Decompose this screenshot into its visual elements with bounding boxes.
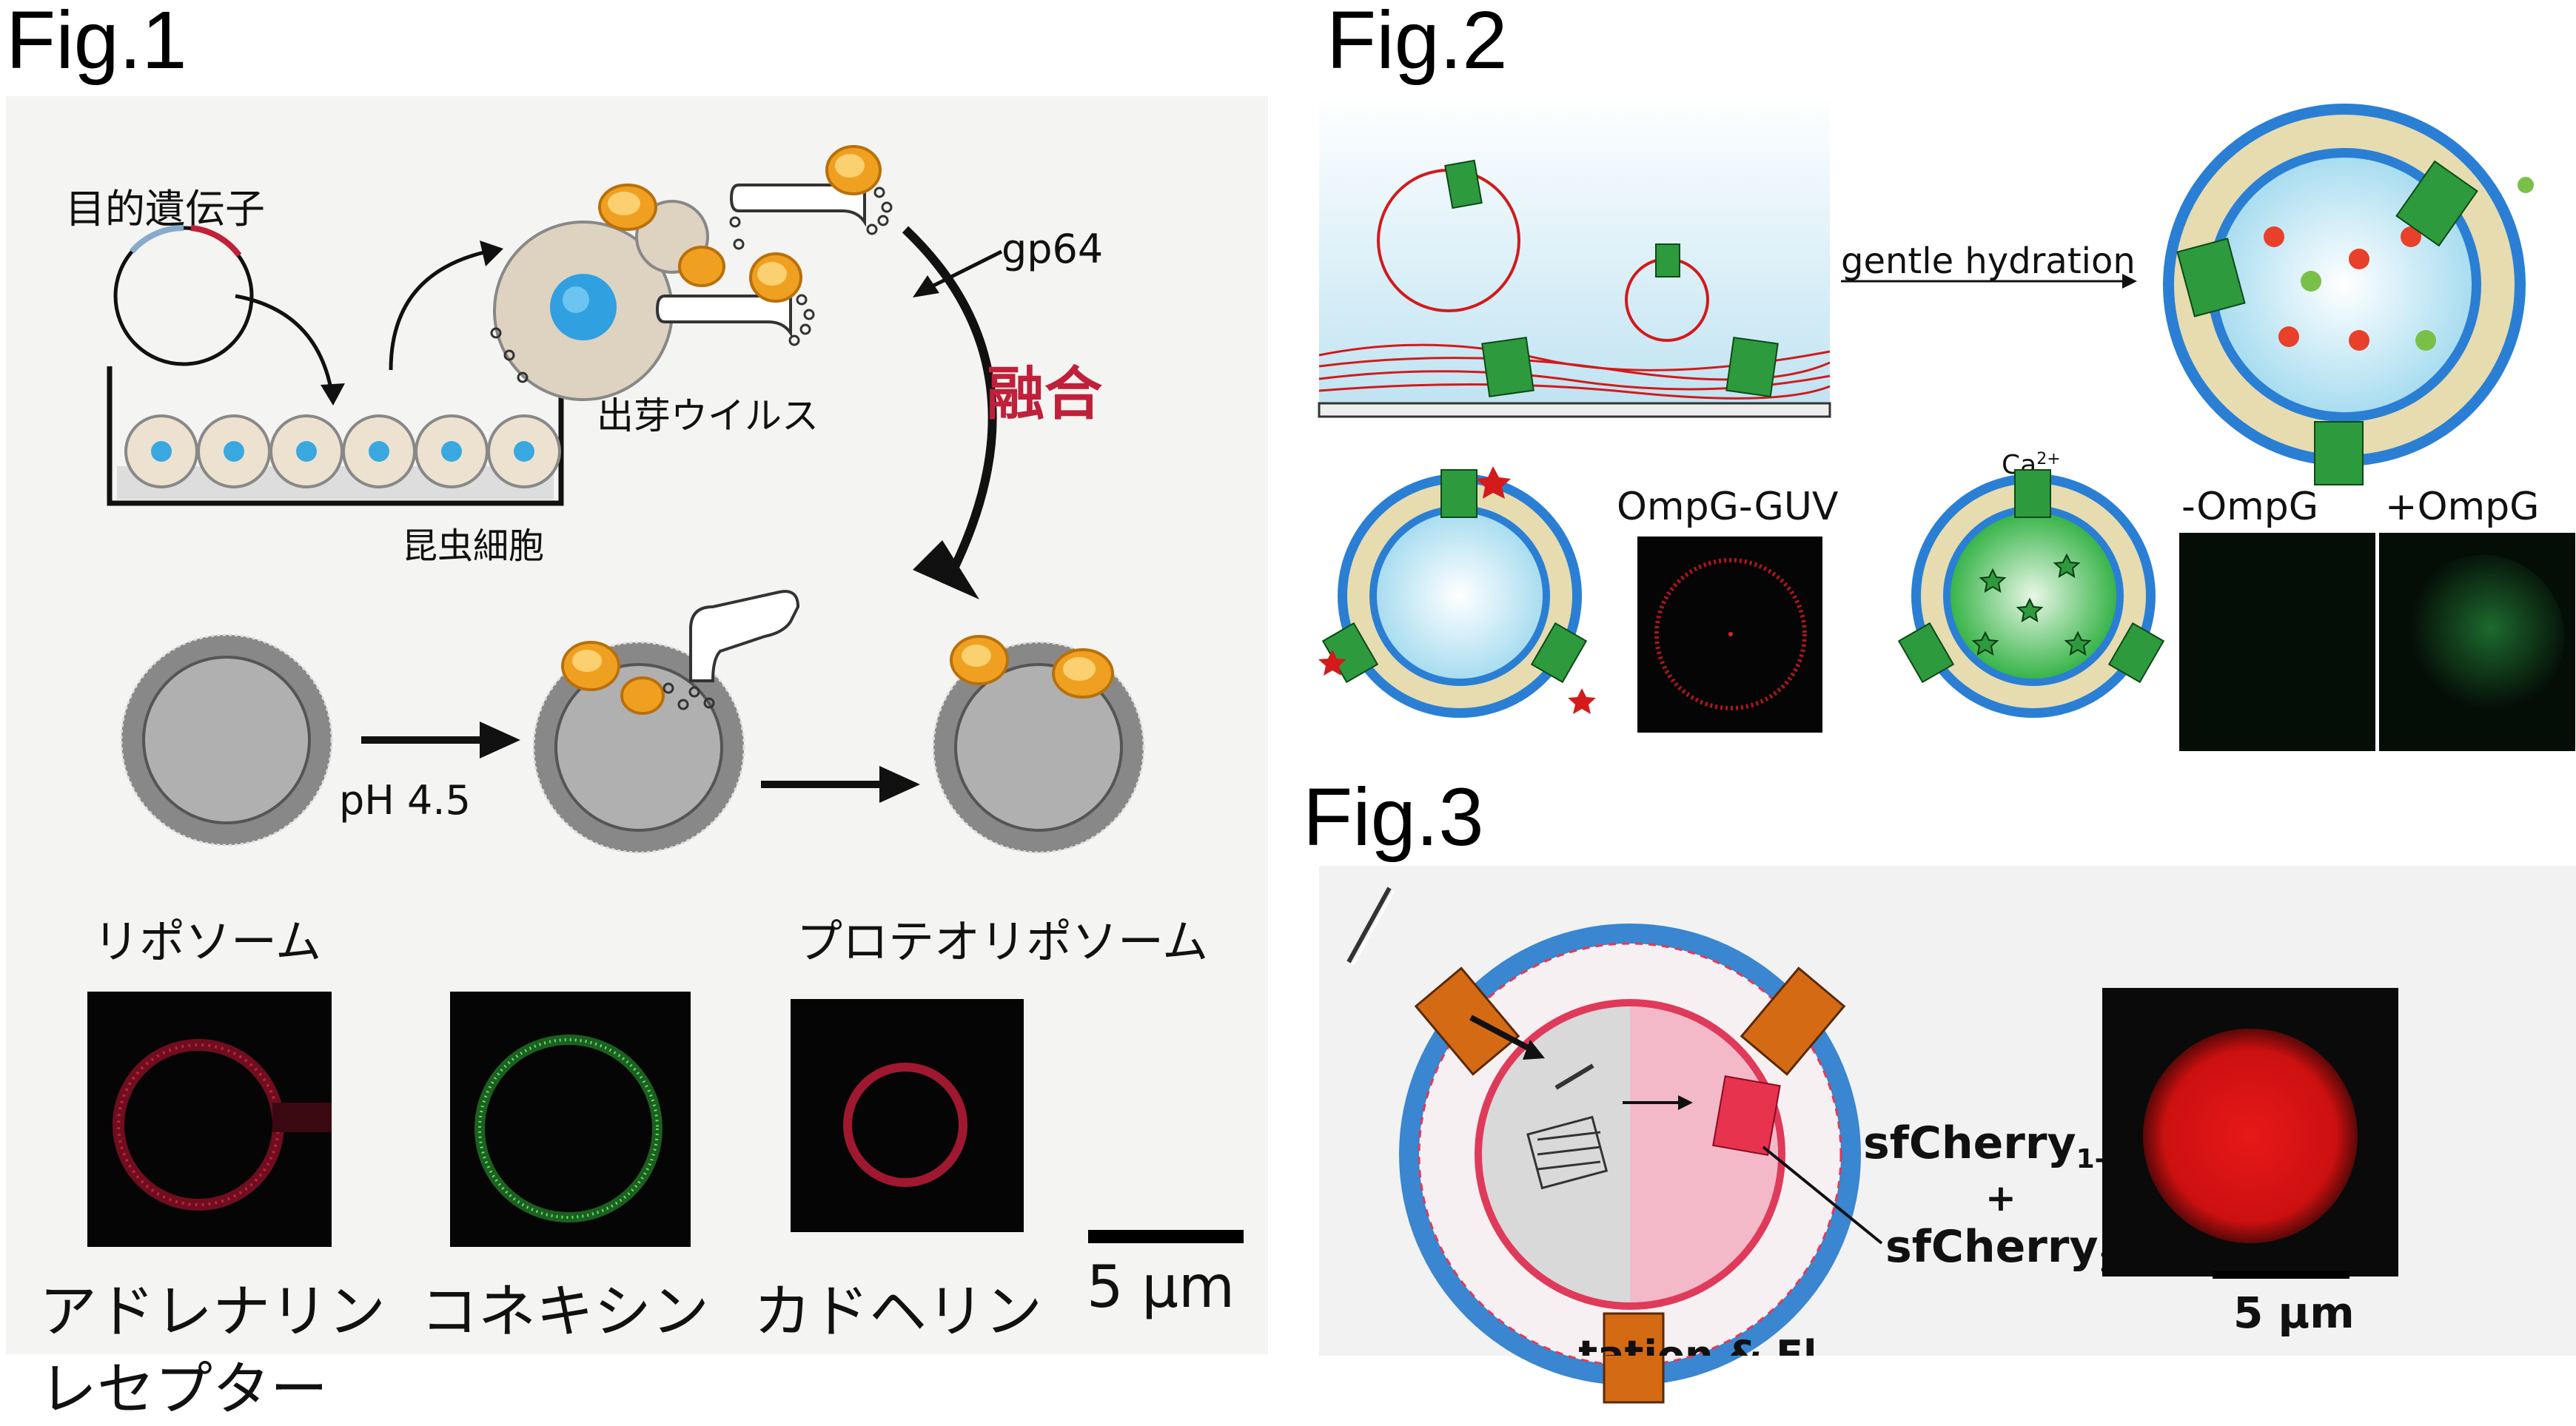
fig1-title: Fig.1 bbox=[6, 0, 187, 86]
budding-arrow-icon bbox=[389, 241, 503, 371]
plasmid-icon bbox=[113, 224, 254, 366]
transfect-arrow-icon bbox=[235, 294, 345, 406]
ph-arrow-icon bbox=[361, 722, 520, 759]
lipid-film-diagram bbox=[1318, 96, 1831, 418]
gene-label: 目的遺伝子 bbox=[65, 186, 265, 232]
gp64-arrow-icon bbox=[913, 249, 1003, 297]
virion-top bbox=[729, 145, 893, 235]
fig1-panel: 目的遺伝子 昆虫細胞 bbox=[6, 96, 1268, 1423]
minus-ompg-label: -OmpG bbox=[2181, 485, 2319, 529]
gentle-hydration-label: gentle hydration bbox=[1841, 241, 2136, 282]
ph-label: pH 4.5 bbox=[339, 777, 471, 824]
sfcherry-guv-image bbox=[2102, 988, 2398, 1277]
fig1-scale-bar bbox=[1088, 1230, 1244, 1243]
minus-ompg-image bbox=[2179, 533, 2375, 751]
guv-diagram bbox=[2163, 104, 2534, 485]
sfcherry-plus-label: + bbox=[1985, 1177, 2016, 1220]
sfcherry-11-label: sfCherry11 bbox=[1885, 1221, 2136, 1278]
hydration-arrow-icon bbox=[1841, 274, 2137, 289]
guv-calcium-diagram bbox=[1897, 469, 2165, 718]
insect-cells bbox=[124, 414, 561, 488]
fig1-scale-label: 5 μm bbox=[1087, 1254, 1235, 1321]
fusion-label: 融合 bbox=[987, 361, 1103, 428]
plus-ompg-label: +OmpG bbox=[2385, 485, 2540, 529]
fig3-title: Fig.3 bbox=[1303, 772, 1484, 863]
sfcherry-1-10-label: sfCherry1-10 bbox=[1863, 1117, 2143, 1174]
gp64-label: gp64 bbox=[1002, 226, 1104, 272]
calcium-superscript: 2+ bbox=[2036, 450, 2061, 468]
fusing-liposome-icon bbox=[532, 590, 800, 854]
cadherin-label: カドヘリン bbox=[754, 1279, 1043, 1345]
fig3-scale-label: 5 μm bbox=[2233, 1288, 2355, 1338]
plus-ompg-image bbox=[2379, 533, 2575, 751]
fig2-panel: gentle hydration bbox=[1318, 96, 2576, 755]
connexin-image bbox=[450, 992, 691, 1247]
proteoliposome-icon bbox=[932, 635, 1145, 854]
fig3-scale-bar bbox=[2213, 1271, 2349, 1279]
budding-virus-label: 出芽ウイルス bbox=[597, 394, 819, 437]
connexin-label: コネキシン bbox=[420, 1279, 710, 1345]
result-arrow-icon bbox=[761, 766, 920, 803]
insect-cells-label: 昆虫細胞 bbox=[402, 525, 545, 567]
liposome-label: リポソーム bbox=[93, 915, 322, 969]
fig3-panel: sfCherry1-10 + sfCherry11 5 μm ... tatio… bbox=[1319, 866, 2576, 1404]
virion-middle bbox=[655, 252, 815, 346]
ompg-guv-image bbox=[1637, 537, 1822, 733]
ompg-guv-label: OmpG-GUV bbox=[1617, 485, 1839, 529]
cell-free-guv-diagram bbox=[1346, 887, 1883, 1404]
fusion-arrow-icon bbox=[902, 226, 997, 599]
adrenaline-receptor-image bbox=[87, 992, 332, 1247]
proteoliposome-label: プロテオリポソーム bbox=[796, 915, 1209, 969]
adrenaline-receptor-label-1: アドレナリン bbox=[39, 1279, 386, 1345]
cadherin-image bbox=[791, 999, 1024, 1232]
fig3-cropped-caption: ... tation & Fl... bbox=[1519, 1333, 1862, 1356]
guv-labeled-diagram bbox=[1318, 466, 1596, 718]
liposome-icon bbox=[120, 633, 333, 847]
fig2-title: Fig.2 bbox=[1326, 0, 1508, 86]
